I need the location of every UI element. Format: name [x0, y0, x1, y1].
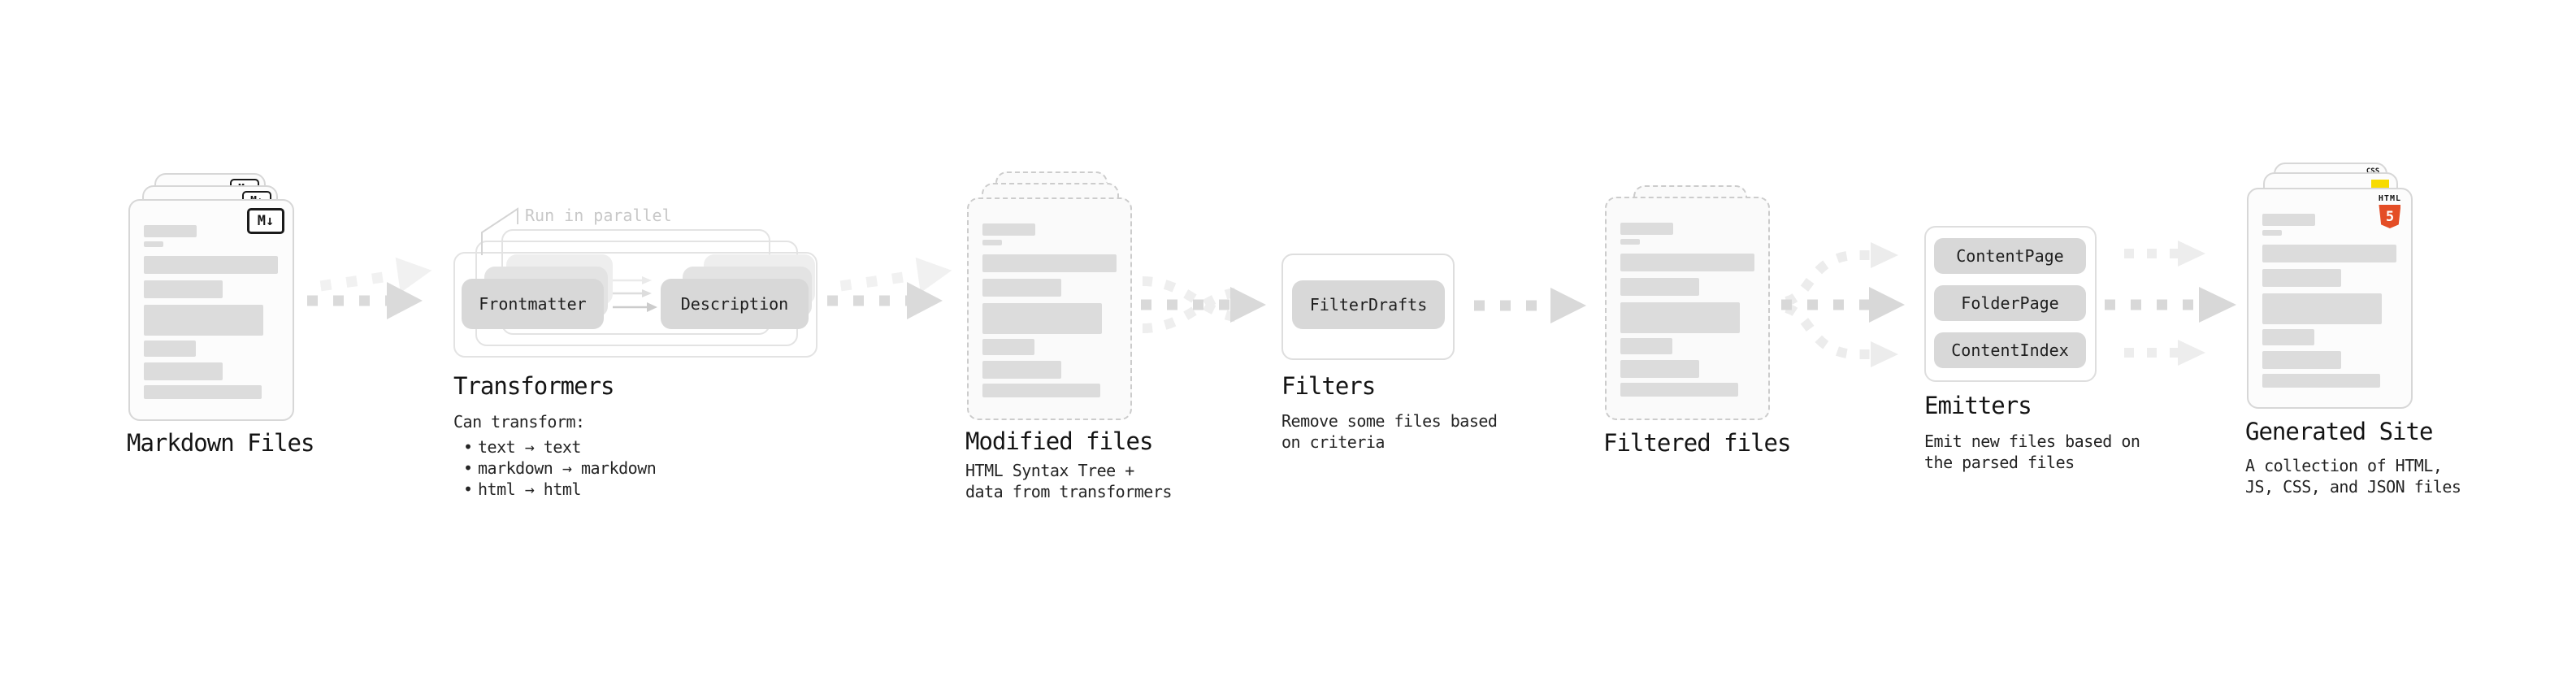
- placeholder-bar: [2262, 214, 2315, 226]
- placeholder-bar: [144, 305, 263, 336]
- doc-placeholder-content: [2249, 189, 2411, 407]
- flow-arrow-emitters-bottom-icon: [2124, 340, 2205, 366]
- placeholder-bar: [2262, 293, 2382, 324]
- placeholder-bar: [144, 280, 223, 298]
- stage-subtitle: A collection of HTML, JS, CSS, and JSON …: [2245, 456, 2461, 497]
- html5-icon: HTML 5: [2379, 195, 2401, 228]
- placeholder-bar: [144, 385, 262, 399]
- placeholder-bar: [144, 241, 163, 247]
- placeholder-bar: [144, 256, 278, 274]
- placeholder-bar: [1620, 223, 1673, 235]
- placeholder-bar: [1620, 383, 1738, 397]
- bullet-item: •html → html: [463, 479, 581, 499]
- stage-title: Markdown Files: [127, 429, 314, 457]
- stage-subtitle: HTML Syntax Tree + data from transformer…: [965, 461, 1172, 501]
- placeholder-bar: [982, 254, 1117, 272]
- stage-title: Filtered files: [1603, 429, 1791, 457]
- stage-subtitle: Emit new files based on the parsed files: [1924, 432, 2140, 472]
- bullet-dot: •: [463, 458, 473, 478]
- js-icon: [2371, 180, 2389, 189]
- fanout-arrow-filtered-to-emitters-icon: [1781, 242, 1905, 367]
- bullet-dot: •: [463, 479, 473, 499]
- contentindex-pill: ContentIndex: [1934, 332, 2086, 368]
- placeholder-bar: [1620, 278, 1699, 296]
- parallel-arrows-icon: [613, 276, 657, 312]
- flow-arrow-emitters-middle-icon: [2105, 287, 2236, 323]
- doc-sheet-front: HTML 5: [2247, 188, 2413, 409]
- stage-title: Modified files: [965, 427, 1153, 455]
- placeholder-bar: [982, 240, 1002, 245]
- placeholder-bar: [982, 339, 1034, 355]
- placeholder-bar: [1620, 302, 1740, 333]
- doc-placeholder-content: [1607, 198, 1768, 419]
- doc-placeholder-content: [969, 199, 1130, 419]
- markdown-icon: M↓: [247, 208, 284, 234]
- doc-sheet-front: M↓: [128, 199, 294, 421]
- doc-sheet-front: [967, 197, 1132, 420]
- stage-title: Generated Site: [2245, 418, 2433, 445]
- filterdrafts-pill: FilterDrafts: [1292, 280, 1445, 329]
- placeholder-bar: [982, 223, 1035, 236]
- placeholder-bar: [2262, 230, 2282, 236]
- placeholder-bar: [2262, 269, 2341, 287]
- transform-bullet-list: •text → text •markdown → markdown •html …: [463, 436, 657, 500]
- placeholder-bar: [2262, 329, 2314, 345]
- callout-line: [481, 207, 518, 255]
- placeholder-bar: [144, 225, 197, 237]
- transformers-frame-front: [453, 252, 817, 358]
- placeholder-bar: [1620, 239, 1640, 245]
- placeholder-bar: [2262, 351, 2341, 369]
- doc-sheet-front: [1605, 197, 1770, 420]
- stage-subtitle: Remove some files based on criteria: [1281, 411, 1498, 452]
- placeholder-bar: [982, 279, 1061, 297]
- flow-arrow-filters-to-filtered-icon: [1474, 288, 1586, 323]
- placeholder-bar: [1620, 338, 1672, 354]
- placeholder-bar: [982, 384, 1100, 397]
- flow-arrow-emitters-top-icon: [2124, 241, 2205, 267]
- run-in-parallel-note: Run in parallel: [525, 206, 672, 225]
- placeholder-bar: [1620, 254, 1754, 271]
- contentpage-pill: ContentPage: [1934, 238, 2086, 274]
- placeholder-bar: [2262, 245, 2396, 262]
- frontmatter-pill: Frontmatter: [462, 279, 604, 329]
- html5-shield: 5: [2379, 205, 2401, 228]
- placeholder-bar: [982, 361, 1061, 379]
- folderpage-pill: FolderPage: [1934, 285, 2086, 321]
- description-pill: Description: [661, 279, 809, 329]
- bullet-item: •markdown → markdown: [463, 458, 657, 478]
- bullet-dot: •: [463, 437, 473, 457]
- stage-body-heading: Can transform:: [453, 412, 585, 432]
- stage-title: Filters: [1281, 372, 1376, 400]
- bullet-item: •text → text: [463, 437, 581, 457]
- merge-arrow-modified-to-filters-icon: [1141, 276, 1266, 333]
- placeholder-bar: [144, 340, 196, 357]
- placeholder-bar: [982, 303, 1102, 334]
- stage-title: Emitters: [1924, 392, 2032, 419]
- placeholder-bar: [144, 362, 223, 380]
- flow-arrow-markdown-to-transformers-icon: [307, 257, 432, 319]
- placeholder-bar: [1620, 360, 1699, 378]
- placeholder-bar: [2262, 374, 2380, 388]
- doc-placeholder-content: [130, 201, 293, 419]
- stage-title: Transformers: [453, 372, 615, 400]
- flow-arrow-transformers-to-modified-icon: [827, 257, 952, 319]
